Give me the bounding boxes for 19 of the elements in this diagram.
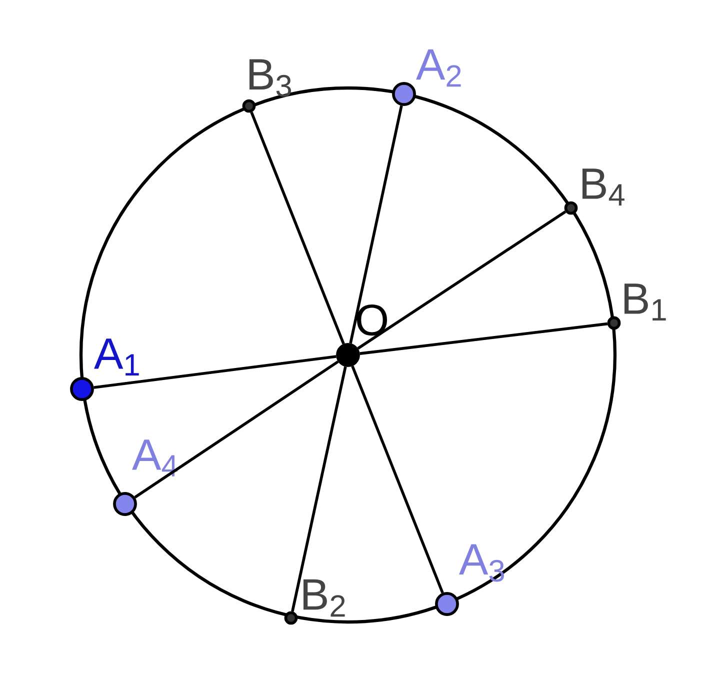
line-segment [349,105,403,344]
point-label: B$_{4}$ [582,168,624,206]
line-segment [357,210,566,350]
point-label: A$_{2}$ [416,49,461,87]
point [284,611,298,625]
line-segment [291,366,347,612]
line-segment [250,112,345,344]
line-segment [360,322,608,355]
point [564,201,578,215]
point-label: B$_{2}$ [303,579,345,617]
line-segment [351,366,444,594]
point [607,316,621,330]
point-label: B$_{3}$ [250,59,291,97]
line-segment [134,360,339,499]
point-label: B$_{1}$ [624,284,666,320]
line-segment [94,355,336,389]
point-label: O [357,304,387,336]
point [242,99,256,113]
point-label: A$_{1}$ [94,338,139,376]
